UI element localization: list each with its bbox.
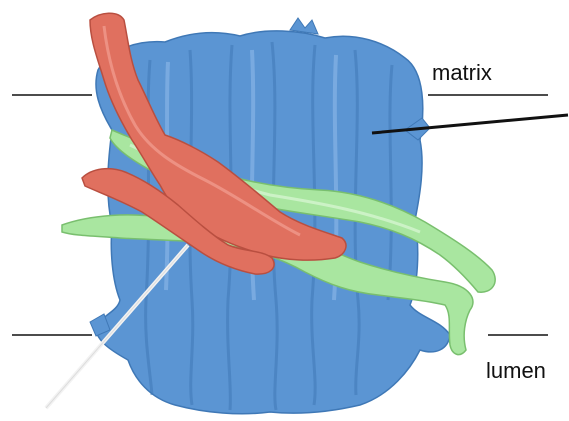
lumen-label: lumen <box>486 358 546 383</box>
matrix-label: matrix <box>432 60 492 85</box>
